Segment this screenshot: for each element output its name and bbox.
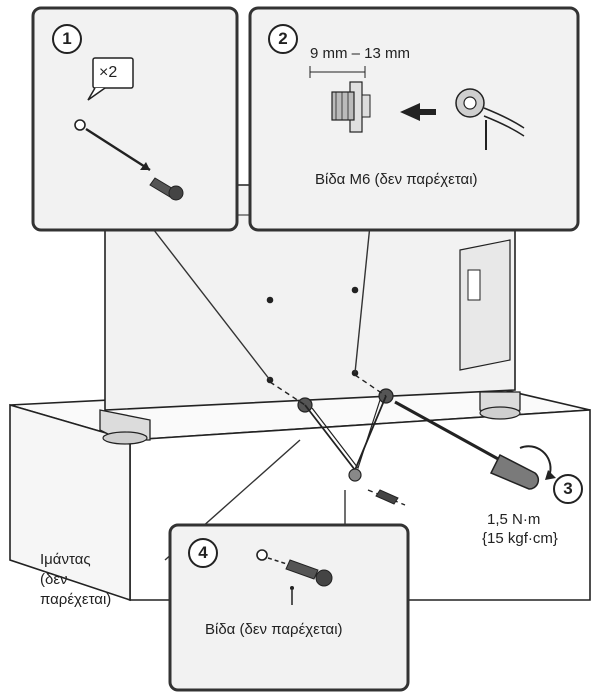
step-2-number: 2: [268, 24, 298, 54]
screw-quantity-badge: ×2: [99, 64, 118, 81]
step-4-number: 4: [188, 538, 218, 568]
tv-back-illustration: [99, 184, 521, 506]
strap-label-line-3: παρέχεται): [40, 591, 112, 608]
callout-step-4: [168, 523, 410, 692]
screw-length-range: 9 mm – 13 mm: [310, 45, 411, 62]
step-3-number: 3: [553, 474, 583, 504]
step-2-screw-label: Βίδα M6 (δεν παρέχεται): [315, 171, 478, 188]
torque-value-kgf: {15 kgf·cm}: [482, 530, 558, 547]
strap-label-line-2: (δεν: [40, 571, 68, 588]
callout-step-2: [248, 6, 580, 232]
step-4-screw-label: Βίδα (δεν παρέχεται): [205, 621, 343, 638]
strap-label-line-1: Ιμάντας: [40, 551, 91, 568]
callout-step-1: [31, 6, 239, 232]
torque-value: 1,5 N·m: [487, 511, 541, 528]
screwdriver-illustration: [394, 400, 556, 490]
step-1-number: 1: [52, 24, 82, 54]
